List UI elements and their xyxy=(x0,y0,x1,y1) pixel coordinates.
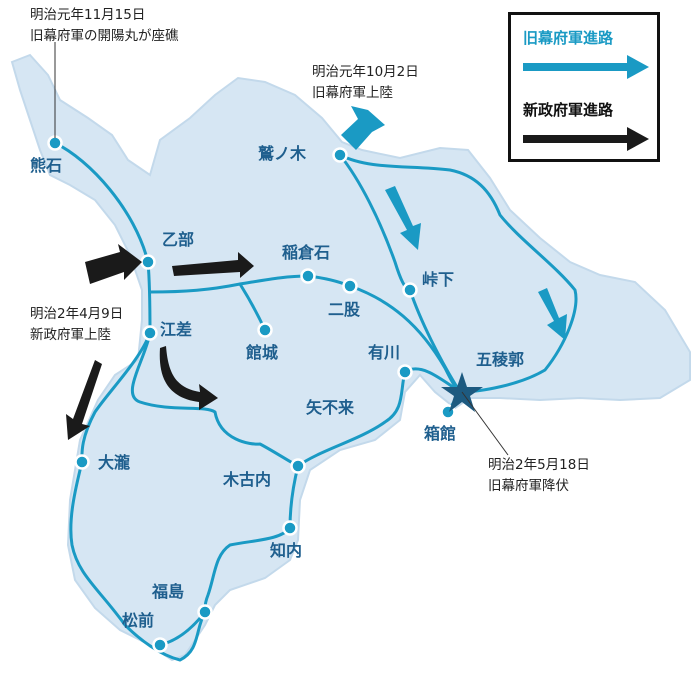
station-esashi xyxy=(142,325,158,341)
station-shiriuchi xyxy=(282,520,298,536)
station-fukushima xyxy=(197,604,213,620)
label-kikonai: 木古内 xyxy=(223,470,272,489)
route-washinoki-coast xyxy=(338,153,578,394)
shogunate-arrows xyxy=(341,106,567,340)
label-inakuraishi: 稲倉石 xyxy=(282,243,331,262)
annotation-kaiyomaru-date: 明治元年11月15日 xyxy=(30,7,146,23)
station-otobe xyxy=(140,254,156,270)
label-togeshita: 峠下 xyxy=(422,270,455,289)
route-togeshita-hakodate xyxy=(408,288,462,394)
station-okoshinai xyxy=(74,454,90,470)
station-togeshita xyxy=(402,282,418,298)
surrender-leader-line xyxy=(461,391,509,456)
station-futamata xyxy=(342,278,358,294)
legend-government-label: 新政府軍進路 xyxy=(523,101,614,119)
legend-government-arrow-icon xyxy=(523,127,649,151)
label-okoshinai: 大瀧 xyxy=(98,453,131,472)
annotation-shogunate-landing: 明治元年10月2日 旧幕府軍上陸 xyxy=(312,62,419,104)
annotation-surrender-date: 明治2年5月18日 xyxy=(488,457,590,473)
annotation-shogunate-landing-date: 明治元年10月2日 xyxy=(312,64,419,80)
annotation-government-landing-date: 明治2年4月9日 xyxy=(30,306,124,322)
label-futamata: 二股 xyxy=(328,300,361,319)
railway-network xyxy=(53,141,578,662)
route-kumaishi-otobe xyxy=(53,141,150,264)
shogunate-landing-arrow-icon xyxy=(341,106,385,150)
label-matsumae: 松前 xyxy=(122,611,155,630)
annotation-kaiyomaru-text: 旧幕府軍の開陽丸が座礁 xyxy=(30,27,179,44)
station-kumaishi xyxy=(47,135,63,151)
station-washinoki xyxy=(332,147,348,163)
annotation-shogunate-landing-text: 旧幕府軍上陸 xyxy=(312,84,393,101)
map-legend: 旧幕府軍進路 新政府軍進路 xyxy=(508,12,660,162)
station-tateshiro xyxy=(257,322,273,338)
label-otobe: 乙部 xyxy=(162,230,195,249)
annotation-kaiyomaru: 明治元年11月15日 旧幕府軍の開陽丸が座礁 xyxy=(30,5,179,47)
label-hakodate: 箱館 xyxy=(424,424,457,443)
station-inakuraishi xyxy=(300,268,316,284)
label-esashi: 江差 xyxy=(160,320,193,339)
annotation-government-landing: 明治2年4月9日 新政府軍上陸 xyxy=(30,304,123,346)
legend-shogunate-label: 旧幕府軍進路 xyxy=(523,29,614,47)
shogunate-advance-arrow-icon xyxy=(385,186,421,250)
label-kumaishi: 熊石 xyxy=(30,156,63,175)
annotation-government-landing-text: 新政府軍上陸 xyxy=(30,326,111,343)
label-shiriuchi: 知内 xyxy=(270,541,303,560)
label-tateshiro: 館城 xyxy=(246,343,279,362)
government-landing-arrow-icon xyxy=(85,244,142,284)
legend-shogunate-arrow-icon xyxy=(523,55,649,79)
label-fukushima: 福島 xyxy=(152,582,185,601)
annotation-surrender: 明治2年5月18日 旧幕府軍降伏 xyxy=(488,455,590,497)
shogunate-coast-arrow-icon xyxy=(538,288,567,340)
label-washinoki: 鷲ノ木 xyxy=(258,144,307,163)
government-esashi-curve-arrow-icon xyxy=(159,346,218,410)
label-arikawa: 有川 xyxy=(368,343,401,362)
label-goryokaku: 五稜郭 xyxy=(476,350,525,369)
annotation-surrender-text: 旧幕府軍降伏 xyxy=(488,477,569,494)
station-kikonai xyxy=(290,458,306,474)
route-arikawa-loop xyxy=(296,367,462,468)
station-arikawa xyxy=(397,364,413,380)
route-esashi-south-loop xyxy=(130,331,300,468)
government-south-arrow-icon xyxy=(66,360,102,440)
route-esashi-okoshinai xyxy=(69,331,207,662)
government-inland-arrow-icon xyxy=(172,252,254,278)
station-matsumae xyxy=(152,637,168,653)
government-arrows xyxy=(66,244,254,440)
peninsula-land xyxy=(10,53,691,662)
label-yafurai: 矢不来 xyxy=(306,398,355,417)
